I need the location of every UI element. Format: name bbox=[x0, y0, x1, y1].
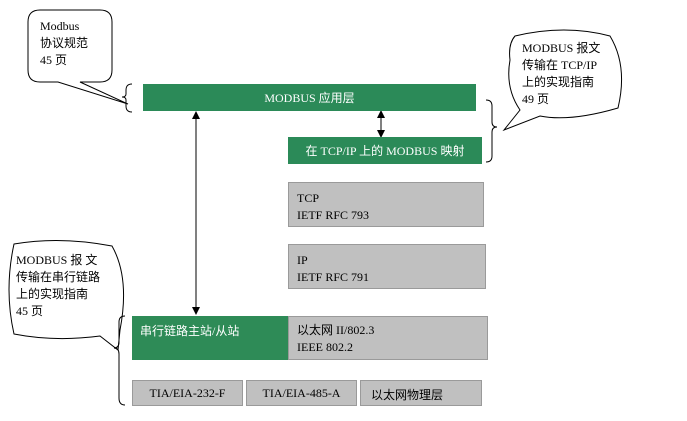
layer-tia-232: TIA/EIA-232-F bbox=[132, 380, 243, 406]
layer-ethernet-physical: 以太网物理层 bbox=[360, 380, 482, 406]
layer-tcp-rfc: IETF RFC 793 bbox=[297, 208, 370, 222]
callout-tcpip-guide: MODBUS 报文 传输在 TCP/IP 上的实现指南 49 页 bbox=[522, 40, 600, 108]
callout-protocol-spec-line-1: Modbus bbox=[40, 19, 80, 33]
layer-tcp: TCP IETF RFC 793 bbox=[288, 182, 484, 227]
layer-ethernet-physical-label: 以太网物理层 bbox=[371, 388, 444, 402]
callout-serial-guide: MODBUS 报 文 传输在串行链路 上的实现指南 45 页 bbox=[16, 252, 100, 320]
brace-left-app-layer bbox=[121, 83, 133, 113]
layer-serial-master-slave-label: 串行链路主站/从站 bbox=[140, 324, 240, 338]
callout-bubble-protocol-spec bbox=[27, 9, 129, 105]
layer-tcpip-mapping: 在 TCP/IP 上的 MODBUS 映射 bbox=[288, 137, 482, 164]
brace-right-tcpip bbox=[485, 99, 498, 163]
callout-protocol-spec-line-3: 45 页 bbox=[40, 53, 68, 67]
layer-ethernet-line-1: 以太网 II/802.3 bbox=[297, 323, 375, 337]
callout-tcpip-guide-line-4: 49 页 bbox=[522, 92, 550, 106]
callout-serial-guide-line-3: 上的实现指南 bbox=[16, 287, 89, 301]
layer-modbus-application-label: MODBUS 应用层 bbox=[264, 91, 355, 105]
callout-bubble-tcpip-guide bbox=[502, 29, 623, 132]
layer-serial-master-slave: 串行链路主站/从站 bbox=[132, 316, 288, 360]
layer-ip-rfc: IETF RFC 791 bbox=[297, 270, 370, 284]
callout-serial-guide-line-4: 45 页 bbox=[16, 304, 44, 318]
layer-ip-name: IP bbox=[297, 253, 308, 267]
layer-tcp-name: TCP bbox=[297, 191, 320, 205]
callout-tcpip-guide-line-1: MODBUS 报文 bbox=[522, 41, 601, 55]
layer-tia-485-label: TIA/EIA-485-A bbox=[262, 385, 341, 400]
callout-protocol-spec: Modbus 协议规范 45 页 bbox=[40, 18, 88, 69]
layer-tcpip-mapping-label: 在 TCP/IP 上的 MODBUS 映射 bbox=[305, 144, 465, 158]
layer-ethernet: 以太网 II/802.3 IEEE 802.2 bbox=[288, 316, 488, 360]
layer-tia-232-label: TIA/EIA-232-F bbox=[149, 385, 226, 400]
layer-ip: IP IETF RFC 791 bbox=[288, 244, 486, 289]
callout-serial-guide-line-1: MODBUS 报 文 bbox=[16, 253, 98, 267]
callout-protocol-spec-line-2: 协议规范 bbox=[40, 36, 89, 50]
callout-serial-guide-line-2: 传输在串行链路 bbox=[16, 270, 101, 284]
callout-tcpip-guide-line-3: 上的实现指南 bbox=[522, 75, 595, 89]
layer-ethernet-line-2: IEEE 802.2 bbox=[297, 340, 353, 354]
callout-tcpip-guide-line-2: 传输在 TCP/IP bbox=[522, 58, 598, 72]
brace-left-serial bbox=[113, 315, 126, 406]
layer-tia-485: TIA/EIA-485-A bbox=[246, 380, 357, 406]
layer-modbus-application: MODBUS 应用层 bbox=[143, 84, 476, 111]
